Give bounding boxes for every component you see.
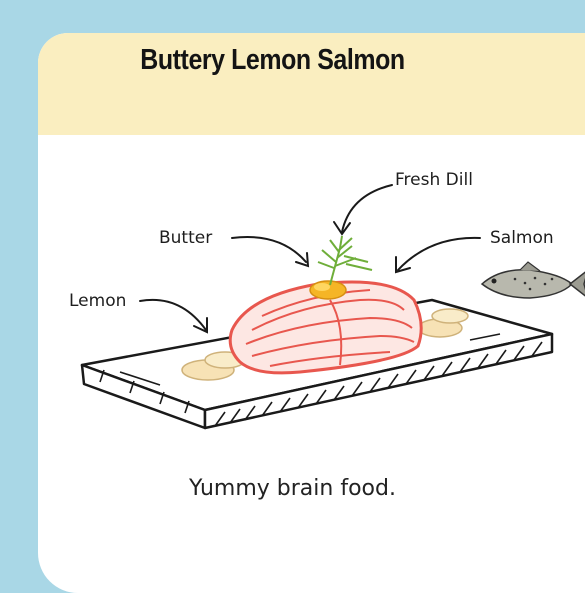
caption: Yummy brain food. (0, 476, 585, 501)
label-lemon: Lemon (69, 291, 126, 311)
fish-icon (482, 262, 585, 298)
arrow-icon (140, 300, 207, 332)
arrow-icon (232, 237, 308, 266)
arrow-icon (396, 238, 480, 272)
label-fresh-dill: Fresh Dill (395, 170, 473, 190)
arrow-icon (334, 185, 392, 234)
dill-sprig (318, 236, 372, 285)
label-salmon: Salmon (490, 228, 554, 248)
label-butter: Butter (159, 228, 212, 248)
butter-pat (310, 281, 346, 299)
